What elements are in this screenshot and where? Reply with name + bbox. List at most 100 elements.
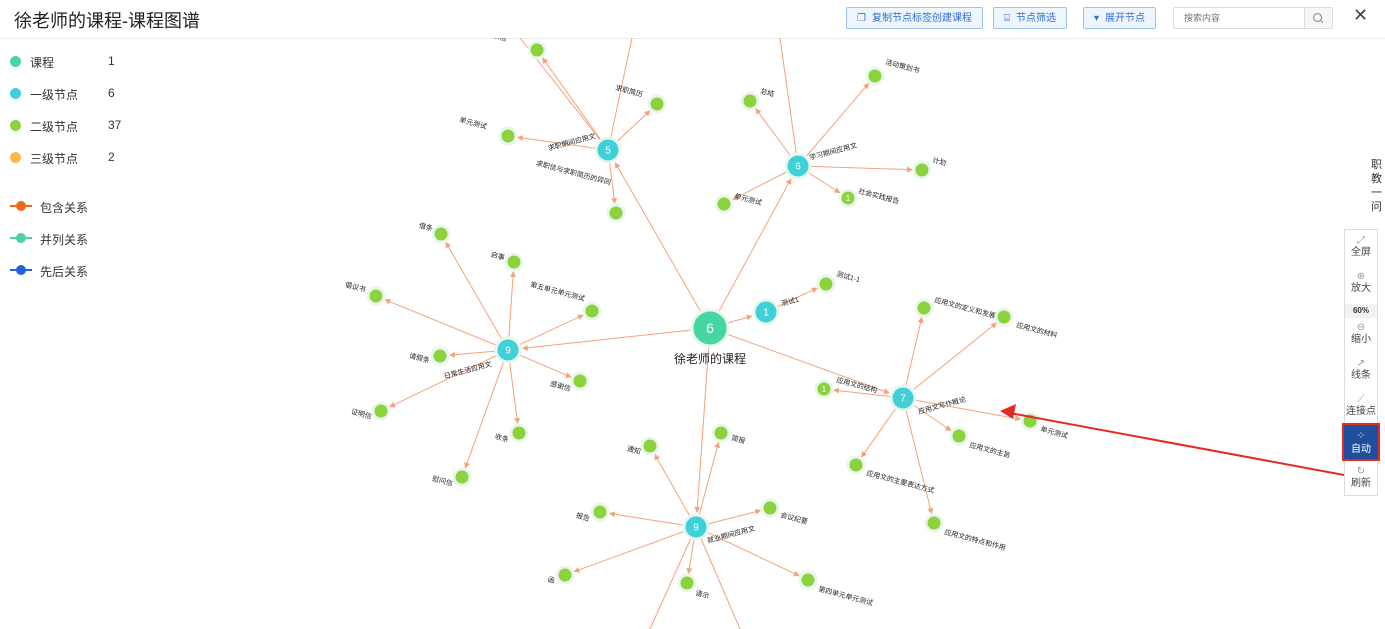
close-icon[interactable]: ✕ — [1353, 5, 1369, 25]
parallel-relation-icon — [10, 233, 32, 243]
legend-item-course[interactable]: 课程 1 — [10, 52, 130, 72]
search-button[interactable] — [1304, 8, 1332, 28]
leaf-node[interactable] — [430, 346, 450, 366]
leaf-node[interactable] — [366, 286, 386, 306]
leaf-node-label: 应用文的结构 — [835, 375, 878, 395]
leaf-node-label: 简报 — [730, 433, 746, 445]
edge-h7-leaf-25 — [902, 397, 934, 515]
leaf-node[interactable] — [555, 565, 575, 585]
expand-nodes-button[interactable]: ▾展开节点 — [1083, 7, 1157, 29]
auto-layout-button[interactable]: ⁘ 自动 — [1342, 423, 1380, 461]
node-filter-button[interactable]: ⌸节点筛选 — [993, 7, 1067, 29]
legend-relation-contain[interactable]: 包含关系 — [10, 198, 130, 218]
course-root-node[interactable] — [690, 308, 730, 348]
connect-points-button[interactable]: ⟋ 连接点 — [1346, 394, 1376, 417]
lines-icon: ↗ — [1356, 358, 1366, 369]
leaf-node[interactable] — [606, 203, 626, 223]
leaf-node[interactable] — [677, 573, 697, 593]
edge-h9a-leaf-10 — [445, 241, 509, 351]
leaf-node-label: 应用文的主要表达方式 — [865, 468, 935, 495]
fullscreen-button[interactable]: ⤢ 全屏 — [1345, 235, 1377, 259]
legend-item-level3[interactable]: 三级节点 2 — [10, 148, 130, 168]
edge-h7-leaf-20 — [902, 322, 997, 399]
leaf-node-label: 借条 — [418, 221, 434, 233]
level1-node-h9b[interactable] — [682, 513, 710, 541]
leaf-node-count: 1 — [822, 385, 827, 394]
level1-node-h1[interactable] — [752, 298, 780, 326]
leaf-node[interactable] — [760, 498, 780, 518]
leaf-node[interactable] — [527, 40, 547, 60]
legend-relation-sequence[interactable]: 先后关系 — [10, 262, 130, 282]
knowledge-graph[interactable]: 求职信求职简历单元测试求职信与求职简历的异同总结活动策划书计划1社会实践报告单元… — [0, 38, 1385, 629]
leaf-node[interactable] — [647, 94, 667, 114]
level1-node-count: 9 — [693, 523, 699, 534]
leaf-node[interactable] — [711, 423, 731, 443]
leaf-node[interactable] — [740, 91, 760, 111]
edge-h9a-leaf-16 — [389, 349, 509, 408]
level1-node-h5[interactable] — [594, 136, 622, 164]
leaf-node[interactable] — [912, 160, 932, 180]
leaf-node[interactable] — [498, 126, 518, 146]
leaf-node[interactable] — [994, 307, 1014, 327]
leaf-node[interactable] — [371, 401, 391, 421]
zoom-in-button[interactable]: ⊕ 放大 — [1345, 271, 1377, 295]
leaf-node[interactable] — [949, 426, 969, 446]
leaf-node[interactable] — [814, 379, 834, 399]
edge-h6-leaf-6 — [797, 165, 914, 173]
leaf-node-count: 1 — [846, 194, 851, 203]
legend-relation-parallel[interactable]: 并列关系 — [10, 230, 130, 250]
leaf-node[interactable] — [924, 513, 944, 533]
leaf-node[interactable] — [914, 298, 934, 318]
level1-node-h6[interactable] — [784, 152, 812, 180]
side-text[interactable]: 职教一问 — [1371, 159, 1382, 213]
leaf-node[interactable] — [640, 436, 660, 456]
leaf-node[interactable] — [865, 66, 885, 86]
leaf-node[interactable] — [570, 371, 590, 391]
level1-node-count: 1 — [763, 308, 769, 319]
leaf-node[interactable] — [838, 188, 858, 208]
level1-node-h9a[interactable] — [494, 336, 522, 364]
search-icon — [1312, 12, 1324, 24]
leaf-node[interactable] — [509, 423, 529, 443]
copy-labels-create-course-button[interactable]: ❐复制节点标签创建课程 — [846, 7, 983, 29]
leaf-node-label: 单元测试 — [1039, 424, 1068, 440]
leaf-node-label: 感谢信 — [549, 379, 572, 393]
leaf-node-label: 社会实践报告 — [857, 186, 900, 206]
level1-node-h7[interactable] — [889, 384, 917, 412]
level1-node-label: 日常生活应用文 — [443, 359, 493, 380]
leaf-node[interactable] — [504, 252, 524, 272]
zoom-level: 60% — [1345, 304, 1377, 318]
page-title: 徐老师的课程-课程图谱 — [14, 11, 200, 31]
leaf-node[interactable] — [590, 502, 610, 522]
leaf-node[interactable] — [714, 194, 734, 214]
contain-relation-icon — [10, 201, 32, 211]
annotation-arrowhead — [1000, 404, 1016, 419]
legend-item-level2[interactable]: 二级节点 37 — [10, 116, 130, 136]
level1-node-count: 7 — [900, 394, 906, 405]
level1-node-count: 9 — [505, 346, 511, 357]
filter-icon: ⌸ — [1004, 13, 1010, 24]
course-root-count: 6 — [706, 320, 714, 336]
edge-offscreen — [649, 526, 697, 629]
leaf-node[interactable] — [816, 274, 836, 294]
leaf-node-label: 单元测试 — [733, 191, 762, 207]
leaf-node[interactable] — [431, 224, 451, 244]
leaf-node[interactable] — [582, 301, 602, 321]
level1-node-count: 5 — [605, 146, 611, 157]
legend-item-level1[interactable]: 一级节点 6 — [10, 84, 130, 104]
header-bar: 徐老师的课程-课程图谱 ❐复制节点标签创建课程 ⌸节点筛选 ▾展开节点 ✕ — [0, 0, 1385, 39]
zoom-out-button[interactable]: ⊖ 缩小 — [1345, 322, 1377, 346]
lines-button[interactable]: ↗ 线条 — [1345, 358, 1377, 382]
refresh-button[interactable]: ↻ 刷新 — [1345, 466, 1377, 490]
leaf-node-label: 报告 — [575, 511, 591, 523]
edge-h7-leaf-22 — [902, 397, 1022, 422]
level1-node-label: 学习期间应用文 — [808, 141, 858, 162]
edge-h5-leaf-0 — [542, 57, 609, 151]
leaf-node-label: 证明信 — [350, 407, 373, 421]
leaf-node[interactable] — [846, 455, 866, 475]
leaf-node-label: 应用文的材料 — [1015, 320, 1058, 340]
search-input[interactable] — [1174, 8, 1309, 28]
leaf-node[interactable] — [798, 570, 818, 590]
leaf-node[interactable] — [452, 467, 472, 487]
course-dot-icon — [10, 56, 21, 67]
